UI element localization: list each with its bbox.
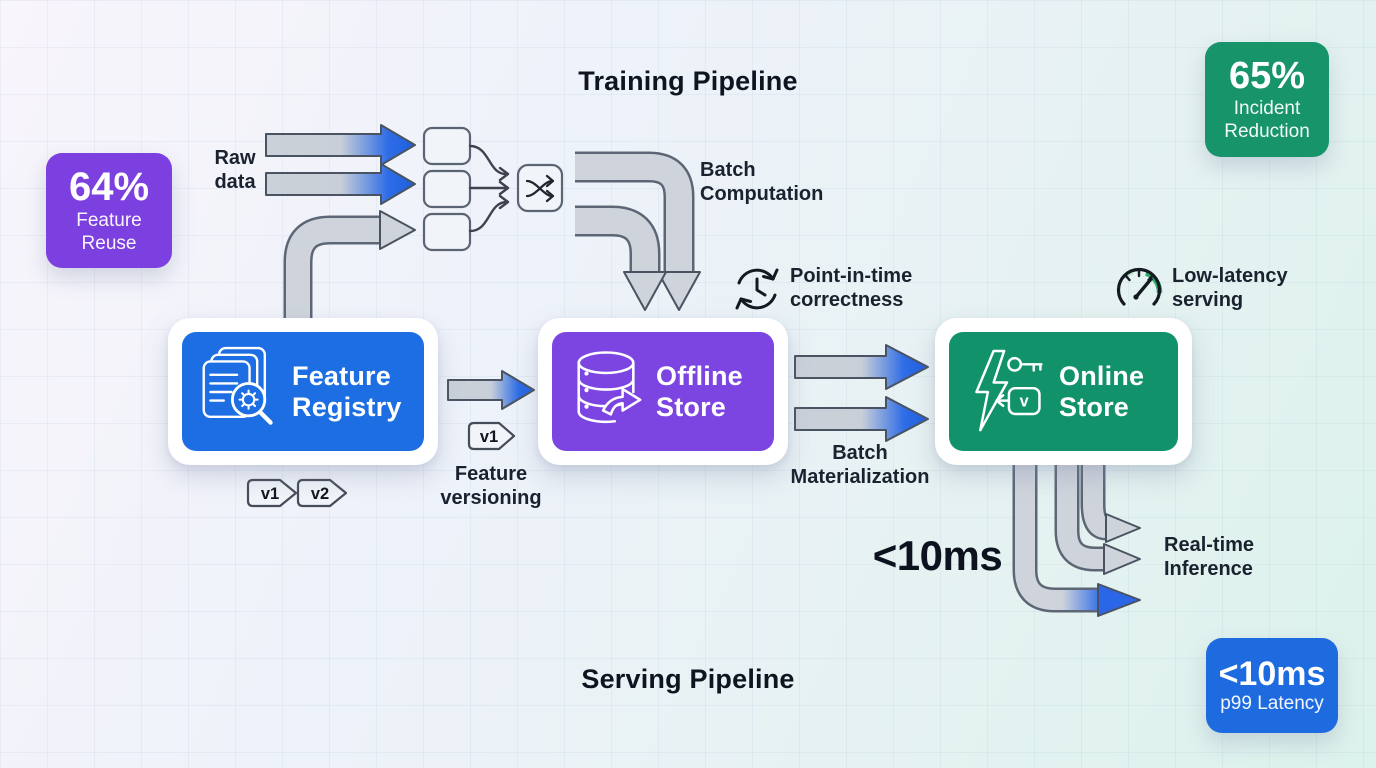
- incident-reduction-badge: 65% Incident Reduction: [1205, 42, 1329, 157]
- feature-versioning-arrow: [447, 370, 535, 410]
- tag-versioning-v1: v1: [467, 421, 516, 451]
- registry-feedback-pipe: [283, 210, 416, 330]
- feature-reuse-label: Feature Reuse: [76, 210, 142, 255]
- speedometer-icon: [1116, 267, 1163, 306]
- batch-materialization-arrow-2: [794, 396, 929, 442]
- realtime-inference-label: Real-time Inference: [1164, 534, 1255, 580]
- feature-reuse-value: 64%: [68, 164, 150, 209]
- serving-pipeline-title: Serving Pipeline: [581, 664, 795, 694]
- tag-registry-v2: v2: [296, 478, 348, 508]
- batch-materialization-arrow-1: [794, 344, 929, 390]
- serving-pipe-2: [1054, 455, 1141, 575]
- training-pipeline-title: Training Pipeline: [578, 66, 798, 96]
- p99-latency-badge: <10ms p99 Latency: [1206, 638, 1338, 733]
- tag-versioning-v1-label: v1: [480, 428, 498, 446]
- serving-pipe-3: [1080, 455, 1141, 543]
- feature-registry-node: Feature Registry: [182, 332, 424, 451]
- incident-reduction-value: 65%: [1228, 54, 1306, 97]
- online-store-card: v Online Store: [935, 318, 1192, 465]
- offline-store-label: Offline Store: [656, 360, 743, 422]
- shuffle-icon: [516, 163, 564, 213]
- batch-computation-pipe-inner: [575, 205, 667, 311]
- feature-registry-label: Feature Registry: [292, 360, 402, 422]
- incident-reduction-label: Incident Reduction: [1224, 98, 1310, 143]
- online-store-icon-v-label: v: [1020, 392, 1029, 410]
- p99-latency-label: p99 Latency: [1220, 693, 1324, 715]
- batch-materialization-label: Batch Materialization: [790, 442, 930, 488]
- offline-store-node: Offline Store: [552, 332, 774, 451]
- batch-computation-pipe-outer: [575, 151, 701, 311]
- tag-registry-v2-label: v2: [311, 485, 329, 503]
- database-export-icon: [577, 350, 642, 423]
- history-clock-icon: [735, 268, 779, 310]
- batch-computation-label: Batch Computation: [700, 159, 824, 205]
- transform-boxes: [422, 126, 472, 252]
- low-latency-serving-label: Low-latency serving: [1172, 265, 1288, 311]
- offline-store-card: Offline Store: [538, 318, 788, 465]
- serving-pipe-1: [1012, 455, 1141, 617]
- raw-data-arrow-2: [265, 163, 416, 205]
- raw-data-arrow-1: [265, 124, 416, 166]
- transform-connectors: [468, 144, 510, 233]
- feature-reuse-badge: 64% Feature Reuse: [46, 153, 172, 268]
- bolt-key-version-icon: v: [975, 349, 1043, 431]
- online-store-label: Online Store: [1059, 360, 1145, 422]
- tag-registry-v1-label: v1: [261, 485, 279, 503]
- point-in-time-label: Point-in-time correctness: [790, 265, 913, 311]
- feature-versioning-label: Feature versioning: [440, 463, 542, 509]
- feature-registry-card: Feature Registry: [168, 318, 438, 465]
- tag-registry-v1: v1: [246, 478, 298, 508]
- p99-latency-value: <10ms: [1218, 654, 1326, 693]
- documents-gear-magnifier-icon: [202, 346, 273, 425]
- latency-callout: <10ms: [872, 532, 1003, 579]
- raw-data-label: Raw data: [214, 147, 256, 193]
- online-store-node: v Online Store: [949, 332, 1178, 451]
